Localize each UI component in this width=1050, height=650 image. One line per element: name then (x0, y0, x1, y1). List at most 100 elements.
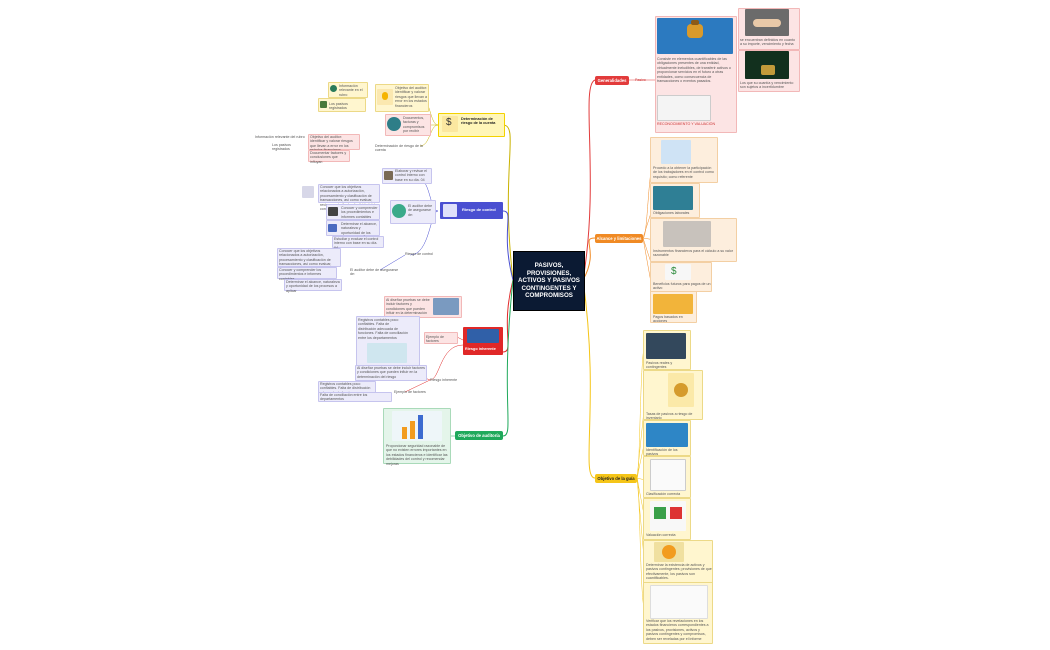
alcance-item-2-text: Obligaciones laborales (653, 211, 690, 215)
ri-item-3: Registros contables poco confiables. Fal… (356, 316, 420, 366)
det-item-6: Los pasivos registrados (272, 143, 291, 152)
auditoria-card: Proporcionar seguridad razonable de que … (383, 408, 451, 466)
central-topic[interactable]: PASIVOS, PROVISIONES, ACTIVOS Y PASIVOS … (513, 251, 585, 311)
branch-objetivo-guia[interactable]: Objetivo de la guía (595, 474, 637, 483)
ri-item-3-text: Registros contables poco confiables. Fal… (358, 318, 408, 340)
ri-item-4-text: Al diseñar pruebas se debe incluir facto… (357, 366, 425, 379)
alcance-item-1: Procedo a la obtener la participación de… (650, 137, 718, 183)
city-illustration (646, 423, 688, 447)
det-item-2-text: Los pasivos registrados (329, 102, 348, 111)
det-item-3: Objetivo del auditor: identificar y valo… (375, 84, 429, 112)
rc-item-11: Riesgo de control (405, 252, 433, 256)
alcance-item-3-text: Instrumentos financieros para el cálculo… (653, 249, 733, 258)
rc-item-3-text: El auditor debe de asegurarse de: (408, 204, 433, 217)
ri-item-2-text: Ejemplo de factores (426, 335, 444, 344)
alcance-item-1-text: Procedo a la obtener la participación de… (653, 166, 714, 179)
ri-item-2: Ejemplo de factores (424, 332, 458, 344)
classification-chart-image (650, 459, 686, 491)
guia-item-4: Clasificación correcta (643, 456, 691, 498)
dollar-doc-icon: $ (442, 116, 458, 132)
lightbulb-icon (377, 89, 393, 105)
central-topic-label: PASIVOS, PROVISIONES, ACTIVOS Y PASIVOS … (518, 262, 580, 300)
guia-item-4-text: Clasificación correcta (646, 492, 681, 496)
alcance-item-3: Instrumentos financieros para el cálculo… (650, 218, 737, 262)
rc-item-8-text: Conocer y comprender los procedimientos … (279, 268, 322, 281)
branch-objetivo-guia-label: Objetivo de la guía (597, 476, 635, 481)
info-icon (330, 85, 337, 92)
definidos-text: se encuentran definidos en cuanto a su i… (740, 38, 795, 47)
rc-item-8: Conocer y comprender los procedimientos … (277, 267, 337, 281)
rc-item-1: Elaborar y revisar el control interno co… (382, 168, 432, 184)
branch-objetivo-auditoria[interactable]: Objetivo de auditoría (455, 431, 503, 440)
money-bag-illustration (657, 18, 733, 54)
rc-item-2: Conocer que los objetivos relacionados a… (318, 184, 380, 211)
guia-item-7: Verificar que los revelaciones en los es… (643, 582, 713, 644)
financial-statement-image (650, 585, 708, 619)
valuation-arrows-icon (650, 501, 686, 531)
alcance-item-4: $ Beneficios futuros para pagos de un ac… (650, 262, 712, 292)
guia-item-5: Valuación correcta (643, 498, 691, 540)
chart-icon (392, 204, 406, 218)
ri-item-4: Al diseñar pruebas se debe incluir facto… (355, 365, 427, 381)
branch-riesgo-inherente-label: Riesgo inherente (465, 347, 496, 351)
guia-item-3: Identificación de los pasivos (643, 420, 691, 456)
guia-item-1-text: Pasivos reales y contingentes (646, 361, 673, 370)
valuation-table-image (657, 95, 711, 121)
rc-item-4-text: Conocer y comprender los procedimientos … (341, 206, 378, 219)
guia-item-2-text: Tasas de pasivos a riesgo de inventario (646, 412, 693, 421)
laptop-photo (653, 186, 693, 210)
rc-item-9-text: Determinar el alcance, naturaleza y opor… (286, 280, 340, 293)
det-item-8-text: Documentar factores y conclusiones que i… (310, 151, 347, 164)
alcance-item-5-text: Pagos basados en acciones (653, 315, 683, 324)
ri-item-8: Ejemplo de factores (394, 390, 426, 394)
branch-riesgo-inherente[interactable]: Riesgo inherente (463, 327, 503, 355)
documents-icon (387, 117, 401, 131)
ri-item-7-text: Falta de conciliación entre los departam… (320, 393, 368, 402)
coins-photo (745, 51, 789, 79)
money-bag-icon (668, 373, 694, 407)
ri-item-1: Al diseñar pruebas se debe incluir facto… (384, 296, 462, 320)
det-item-2: Los pasivos registrados (318, 98, 366, 112)
ri-item-5: Riesgo inherente (430, 378, 458, 382)
guia-item-7-text: Verificar que los revelaciones en los es… (646, 619, 709, 641)
laptop-icon (328, 207, 338, 216)
presentation-icon (443, 204, 457, 217)
checklist-icon (302, 186, 314, 198)
pasivo-definition: Consiste en elementos cuantificables de … (657, 57, 731, 84)
analyst-illustration (646, 333, 686, 359)
guia-item-2: Tasas de pasivos a riesgo de inventario (643, 370, 703, 420)
rc-item-4: Conocer y comprender los procedimientos … (326, 204, 380, 220)
rc-item-6-text: Estudiar y evaluar el control interno co… (334, 237, 379, 250)
guia-item-6: Determinar la existencia de activos y pa… (643, 540, 713, 584)
rc-item-9: Determinar el alcance, naturaleza y opor… (284, 279, 342, 293)
alcance-item-5: Pagos basados en acciones (650, 291, 697, 323)
auditoria-text: Proporcionar seguridad razonable de que … (386, 444, 448, 466)
det-item-3-text: Objetivo del auditor: identificar y valo… (395, 86, 427, 108)
reconocimiento-label: RECONOCIMIENTO Y VALUACIÓN (657, 122, 716, 126)
guia-item-5-text: Valuación correcta (646, 533, 676, 537)
alcance-item-2: Obligaciones laborales (650, 183, 700, 218)
risk-illustration (467, 329, 499, 343)
det-item-1-text: Información relevante en el rubro (339, 84, 363, 97)
rc-item-10: El auditor debe de asegurarse de: (350, 268, 399, 277)
branch-generalidades-label: Generalidades (597, 78, 627, 83)
rc-item-3: El auditor debe de asegurarse de: (390, 200, 436, 224)
det-item-7: Objetivo del auditor: identificar y valo… (308, 134, 360, 152)
branch-alcance-label: Alcance y limitaciones (596, 236, 642, 241)
rc-item-5: Determinar el alcance, naturaleza y opor… (326, 220, 380, 239)
branch-riesgo-control[interactable]: Riesgo de control (440, 202, 503, 219)
det-item-1: Información relevante en el rubro (328, 82, 368, 98)
payments-illustration (653, 294, 693, 314)
branch-alcance[interactable]: Alcance y limitaciones (595, 234, 643, 243)
branch-determinacion[interactable]: $ Determinación de riesgo de la cuenta (438, 113, 505, 137)
det-item-9: Determinación de riesgo de la cuenta (375, 144, 423, 153)
office-illustration (367, 343, 407, 363)
alcance-item-4-text: Beneficios futuros para pagos de un acti… (653, 282, 711, 291)
branch-riesgo-control-label: Riesgo de control (462, 208, 496, 212)
team-icon (661, 140, 691, 164)
rc-item-1-text: Elaborar y revisar el control interno co… (395, 169, 427, 182)
branch-generalidades[interactable]: Generalidades (595, 76, 629, 85)
ledger-icon (320, 101, 327, 108)
